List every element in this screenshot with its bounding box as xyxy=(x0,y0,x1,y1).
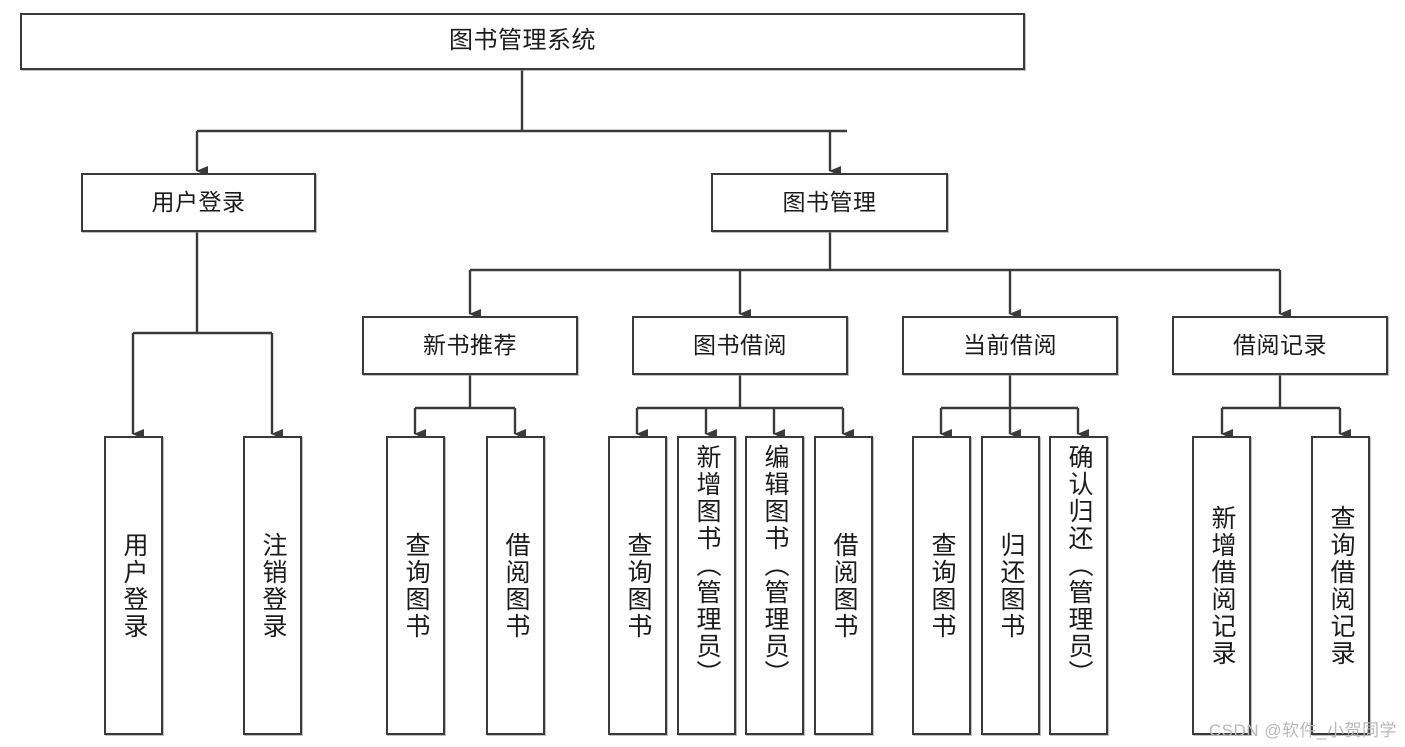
node-leaf-query-borrow-record[interactable]: 查询借阅记录 xyxy=(1311,436,1370,735)
node-leaf-borrow-book-2[interactable]: 借阅图书 xyxy=(814,436,873,735)
node-label: 图书管理 xyxy=(782,188,877,215)
node-user-login[interactable]: 用户登录 xyxy=(81,173,316,232)
node-leaf-add-borrow-record[interactable]: 新增借阅记录 xyxy=(1192,436,1251,735)
watermark-text: CSDN @软件_小贺同学 xyxy=(1208,721,1397,740)
node-borrowing-record[interactable]: 借阅记录 xyxy=(1172,316,1388,375)
node-leaf-return-book[interactable]: 归还图书 xyxy=(981,436,1040,735)
node-label: 查询借阅记录 xyxy=(1327,504,1355,667)
node-label: 归还图书 xyxy=(997,531,1025,640)
node-label: 新增借阅记录 xyxy=(1208,504,1236,667)
node-current-borrowing[interactable]: 当前借阅 xyxy=(902,316,1118,375)
node-label: 查询图书 xyxy=(928,531,956,640)
node-leaf-borrow-book-1[interactable]: 借阅图书 xyxy=(486,436,545,735)
node-label: 查询图书 xyxy=(624,531,652,640)
node-label: 查询图书 xyxy=(402,531,430,640)
node-label: 借阅记录 xyxy=(1233,331,1327,358)
node-label: 编辑图书（管理员） xyxy=(761,444,789,687)
node-label: 注销登录 xyxy=(259,531,287,640)
node-leaf-add-book-admin[interactable]: 新增图书（管理员） xyxy=(677,436,736,735)
node-label: 图书管理系统 xyxy=(449,27,596,55)
node-label: 当前借阅 xyxy=(963,331,1057,358)
node-leaf-query-book-1[interactable]: 查询图书 xyxy=(386,436,445,735)
node-leaf-query-book-2[interactable]: 查询图书 xyxy=(608,436,667,735)
node-leaf-edit-book-admin[interactable]: 编辑图书（管理员） xyxy=(745,436,804,735)
node-book-borrowing[interactable]: 图书借阅 xyxy=(632,316,848,375)
node-root-book-management-system[interactable]: 图书管理系统 xyxy=(20,13,1025,70)
node-label: 确认归还（管理员） xyxy=(1065,444,1093,687)
node-leaf-confirm-return-admin[interactable]: 确认归还（管理员） xyxy=(1049,436,1108,735)
node-label: 用户登录 xyxy=(151,188,246,215)
node-label: 借阅图书 xyxy=(502,531,530,640)
node-label: 用户登录 xyxy=(120,531,148,640)
node-leaf-user-login[interactable]: 用户登录 xyxy=(104,436,163,735)
node-book-management[interactable]: 图书管理 xyxy=(711,173,948,232)
node-label: 图书借阅 xyxy=(693,331,787,358)
node-label: 新书推荐 xyxy=(423,331,517,358)
node-label: 借阅图书 xyxy=(830,531,858,640)
node-leaf-query-book-3[interactable]: 查询图书 xyxy=(912,436,971,735)
node-leaf-user-logout[interactable]: 注销登录 xyxy=(243,436,302,735)
node-new-book-recommendation[interactable]: 新书推荐 xyxy=(362,316,578,375)
node-label: 新增图书（管理员） xyxy=(693,444,721,687)
